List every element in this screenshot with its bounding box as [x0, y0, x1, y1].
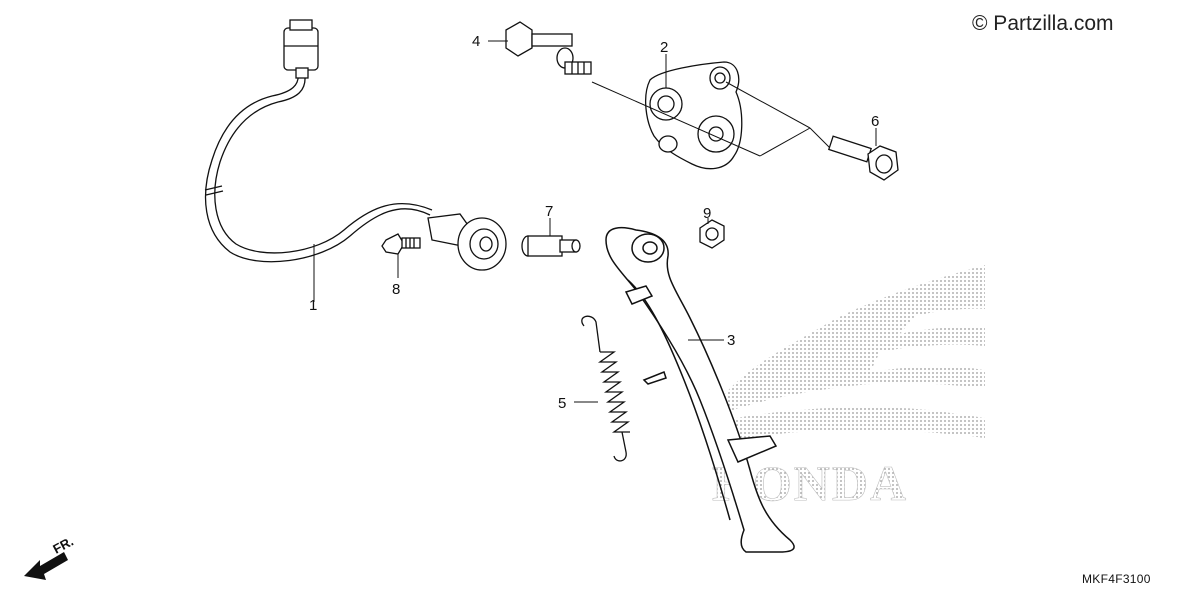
part-2-bracket: [644, 61, 743, 170]
callout-9: 9: [703, 205, 711, 222]
wire-tie: [204, 185, 224, 196]
wire-harness: [204, 71, 431, 263]
part-3-side-stand: [605, 226, 795, 553]
part-6-bolt: [827, 135, 899, 181]
part-5-spring: [581, 315, 631, 462]
part-9-nut: [699, 219, 725, 249]
part-8-bolt: [381, 233, 421, 255]
callout-7: 7: [545, 203, 553, 220]
side-stand-switch: [427, 213, 507, 271]
wire-harness-inner: [214, 75, 433, 254]
callout-numbers: 1 2 3 4 5 6 7 8 9: [309, 33, 879, 412]
callout-1: 1: [309, 297, 317, 314]
callout-2: 2: [660, 39, 668, 56]
part-4-bolt: [505, 21, 592, 75]
diagram-code: MKF4F3100: [1082, 572, 1151, 586]
callout-8: 8: [392, 281, 400, 298]
wire-connector: [283, 19, 319, 79]
front-arrow-icon: [24, 552, 68, 580]
callout-3: 3: [727, 332, 735, 349]
callout-5: 5: [558, 395, 566, 412]
honda-wing-logo: HONDA: [712, 265, 985, 511]
assembly-lines: [591, 81, 831, 157]
partzilla-watermark: © Partzilla.com: [972, 12, 1114, 35]
wing-lower-shape: [720, 407, 985, 445]
front-direction-indicator: FR.: [24, 534, 76, 580]
part-7-pivot-bolt: [521, 235, 581, 257]
wing-shape: [718, 265, 985, 415]
callout-4: 4: [472, 33, 480, 50]
callout-6: 6: [871, 113, 879, 130]
front-label: FR.: [50, 534, 76, 557]
part-1-switch-wire: [204, 71, 433, 263]
leader-lines: [313, 40, 877, 403]
